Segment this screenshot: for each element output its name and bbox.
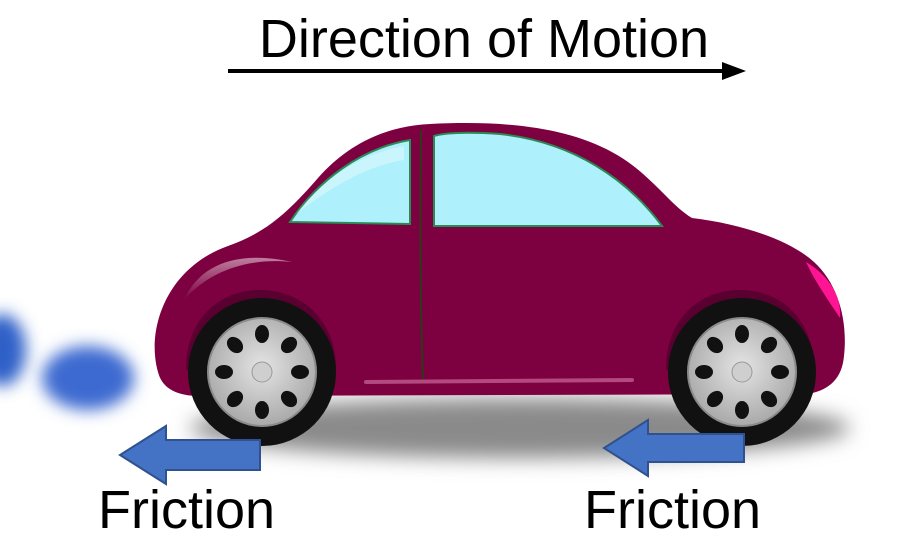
side-trim xyxy=(364,378,634,384)
friction-label-right: Friction xyxy=(584,480,762,540)
rear-window xyxy=(288,138,411,226)
friction-arrow-left xyxy=(118,424,261,486)
rear-wheel xyxy=(186,290,336,446)
tail-light xyxy=(806,262,841,318)
door-line xyxy=(419,129,424,383)
direction-of-motion-title: Direction of Motion xyxy=(258,9,710,69)
direction-of-motion-arrow xyxy=(228,62,746,80)
friction-label-left: Friction xyxy=(98,480,276,540)
front-wheel xyxy=(666,290,816,446)
car xyxy=(154,123,845,446)
front-window xyxy=(433,131,664,227)
friction-arrow-right xyxy=(602,418,745,478)
fender-highlight xyxy=(184,257,292,300)
exhaust-smoke xyxy=(0,314,134,410)
